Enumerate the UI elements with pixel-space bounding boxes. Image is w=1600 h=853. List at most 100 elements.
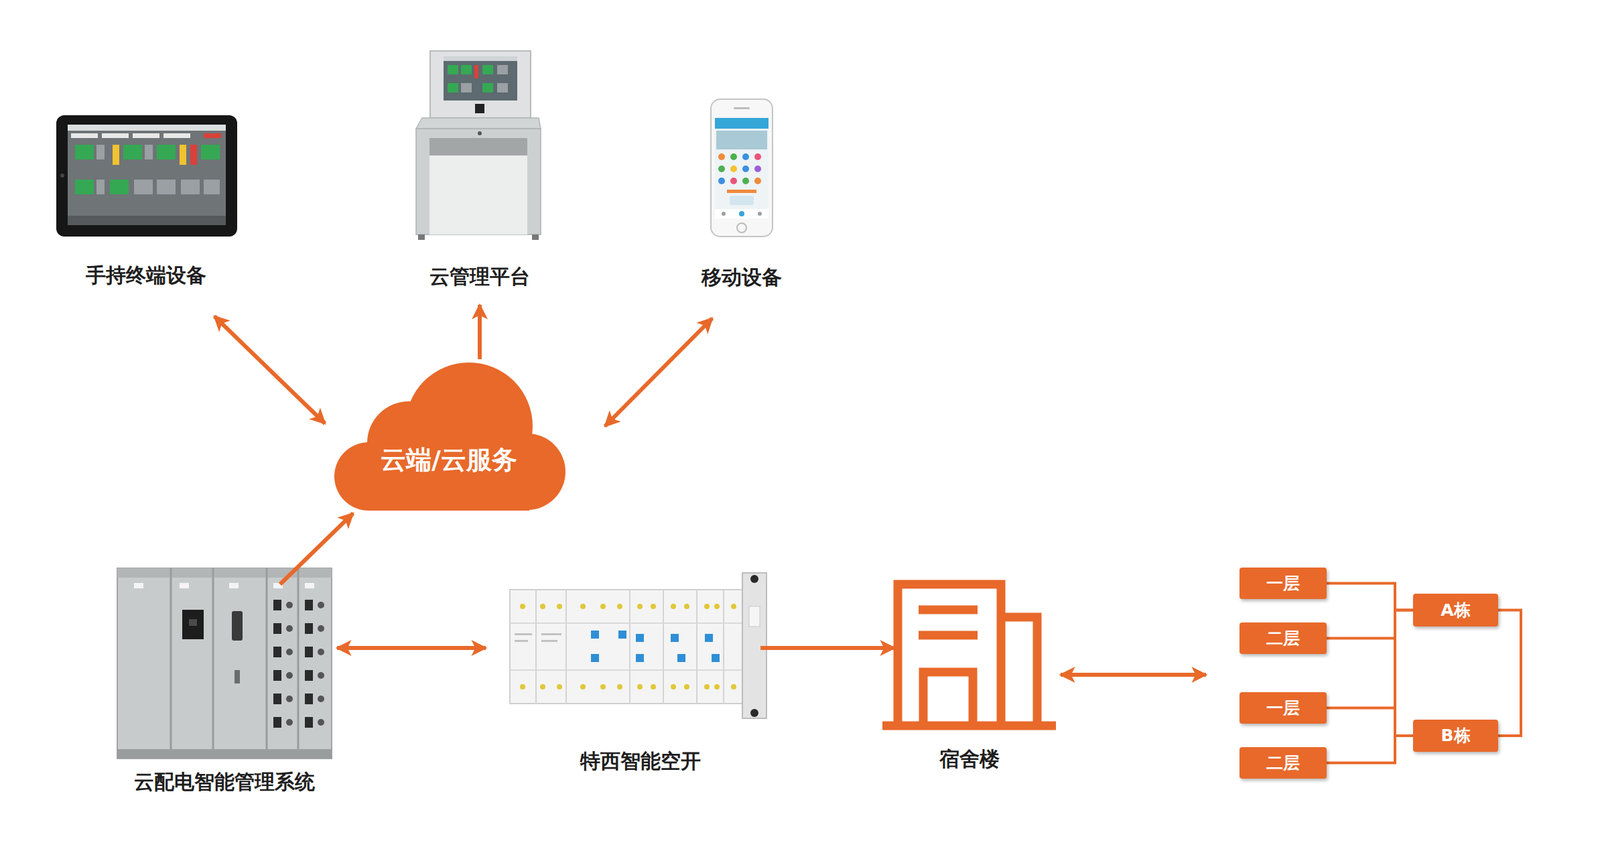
box-label: 二层 — [1266, 628, 1300, 649]
tablet-figure — [109, 179, 129, 195]
phone-figure — [730, 165, 738, 173]
breaker-figure — [750, 574, 759, 583]
tablet-figure — [60, 173, 65, 178]
terminal-device: 手持终端设备 — [55, 115, 237, 288]
arrow-connector — [477, 304, 482, 360]
breaker-figure — [565, 589, 567, 704]
tablet-figure — [56, 115, 238, 237]
cabinet-knobs — [286, 672, 293, 679]
building-icon — [923, 672, 973, 726]
indicator-squares — [677, 653, 686, 662]
phone-figure — [737, 223, 747, 233]
phone-figure — [718, 165, 725, 173]
tree-line — [1326, 610, 1414, 639]
kiosk-figure — [418, 234, 425, 240]
tablet-figure — [203, 133, 222, 139]
floor-box: 二层 — [1239, 622, 1327, 654]
cabinet-figure — [229, 582, 239, 589]
tablet-figure — [144, 144, 153, 160]
cabinet-knobs — [317, 648, 325, 656]
tablet-figure — [134, 179, 153, 195]
breaker-figure — [509, 572, 767, 719]
tablet-figure — [112, 144, 120, 165]
tablet-figure — [101, 133, 129, 139]
cabinet-figure — [231, 611, 243, 641]
phone-figure — [714, 117, 769, 219]
kiosk-figure — [416, 50, 541, 240]
phone-figure — [729, 195, 754, 206]
tablet-figure — [67, 124, 226, 226]
node-label: 手持终端设备 — [85, 263, 207, 288]
tablet-figure — [132, 133, 160, 139]
cloud-shape: 云端/云服务 — [331, 362, 567, 511]
phone-figure — [754, 177, 762, 185]
phone-figure — [730, 177, 738, 185]
box-label: B栋 — [1440, 725, 1471, 746]
breaker-figure — [509, 622, 745, 624]
terminal-dots — [650, 603, 656, 610]
breaker-figure — [662, 589, 664, 704]
terminal-dots — [650, 684, 656, 690]
floor-box: 一层 — [1239, 567, 1327, 599]
building-icon — [882, 584, 1056, 726]
cabinet-figure — [170, 568, 173, 759]
phone-figure — [733, 107, 750, 110]
cabinet-knobs — [273, 599, 282, 611]
terminal-dots — [556, 684, 563, 690]
terminal-dots — [600, 684, 606, 690]
building-box: B栋 — [1413, 719, 1499, 752]
terminal-dots — [730, 603, 737, 610]
phone-figure — [730, 153, 738, 161]
distribution-system: 云配电智能管理系统 — [117, 566, 332, 794]
terminal-dots — [714, 684, 720, 690]
cabinet-knobs — [286, 601, 293, 609]
breaker-figure — [750, 708, 759, 717]
tablet-figure — [203, 179, 220, 195]
tablet-figure — [71, 133, 98, 139]
node-label: 宿舍楼 — [939, 747, 1000, 772]
cabinet-figure — [304, 582, 315, 589]
cabinet-knobs — [304, 646, 313, 658]
indicator-squares — [618, 630, 627, 639]
cabinet-knobs — [317, 718, 325, 726]
terminal-dots — [714, 603, 720, 610]
tablet-figure — [123, 144, 143, 160]
building-icon — [897, 584, 1002, 726]
box-label: 一层 — [1266, 573, 1300, 594]
kiosk-figure — [443, 56, 518, 101]
indicator-squares — [635, 653, 644, 662]
terminal-dots — [704, 603, 710, 610]
terminal-dots — [580, 603, 586, 610]
phone-figure — [726, 189, 757, 193]
terminal-dots — [684, 684, 690, 690]
phone-figure — [754, 165, 762, 173]
cabinet-knobs — [286, 625, 293, 632]
kiosk-figure — [447, 64, 459, 75]
cabinet-figure — [117, 568, 332, 578]
cabinet-knobs — [304, 693, 313, 705]
cabinet-figure — [182, 609, 204, 640]
tablet-figure — [67, 124, 226, 131]
kiosk-figure — [430, 50, 531, 118]
kiosk-figure — [429, 138, 528, 235]
tablet-figure — [75, 144, 94, 160]
breaker-figure — [722, 589, 725, 704]
cabinet-figure — [234, 670, 240, 684]
kiosk-figure — [531, 234, 539, 240]
terminal-dots — [617, 603, 623, 610]
kiosk-figure — [416, 128, 541, 235]
phone-figure — [718, 153, 725, 161]
terminal-dots — [617, 684, 623, 690]
indicator-squares — [541, 639, 558, 642]
indicator-squares — [635, 633, 644, 642]
indicator-squares — [514, 633, 532, 636]
phone-figure — [739, 211, 745, 217]
dormitory-building: 宿舍楼 — [883, 579, 1057, 772]
phone-figure — [716, 130, 768, 150]
trunk-line — [1393, 636, 1397, 711]
tree-line — [1326, 708, 1414, 737]
tablet-figure — [96, 144, 105, 160]
tablet-figure — [156, 179, 176, 195]
